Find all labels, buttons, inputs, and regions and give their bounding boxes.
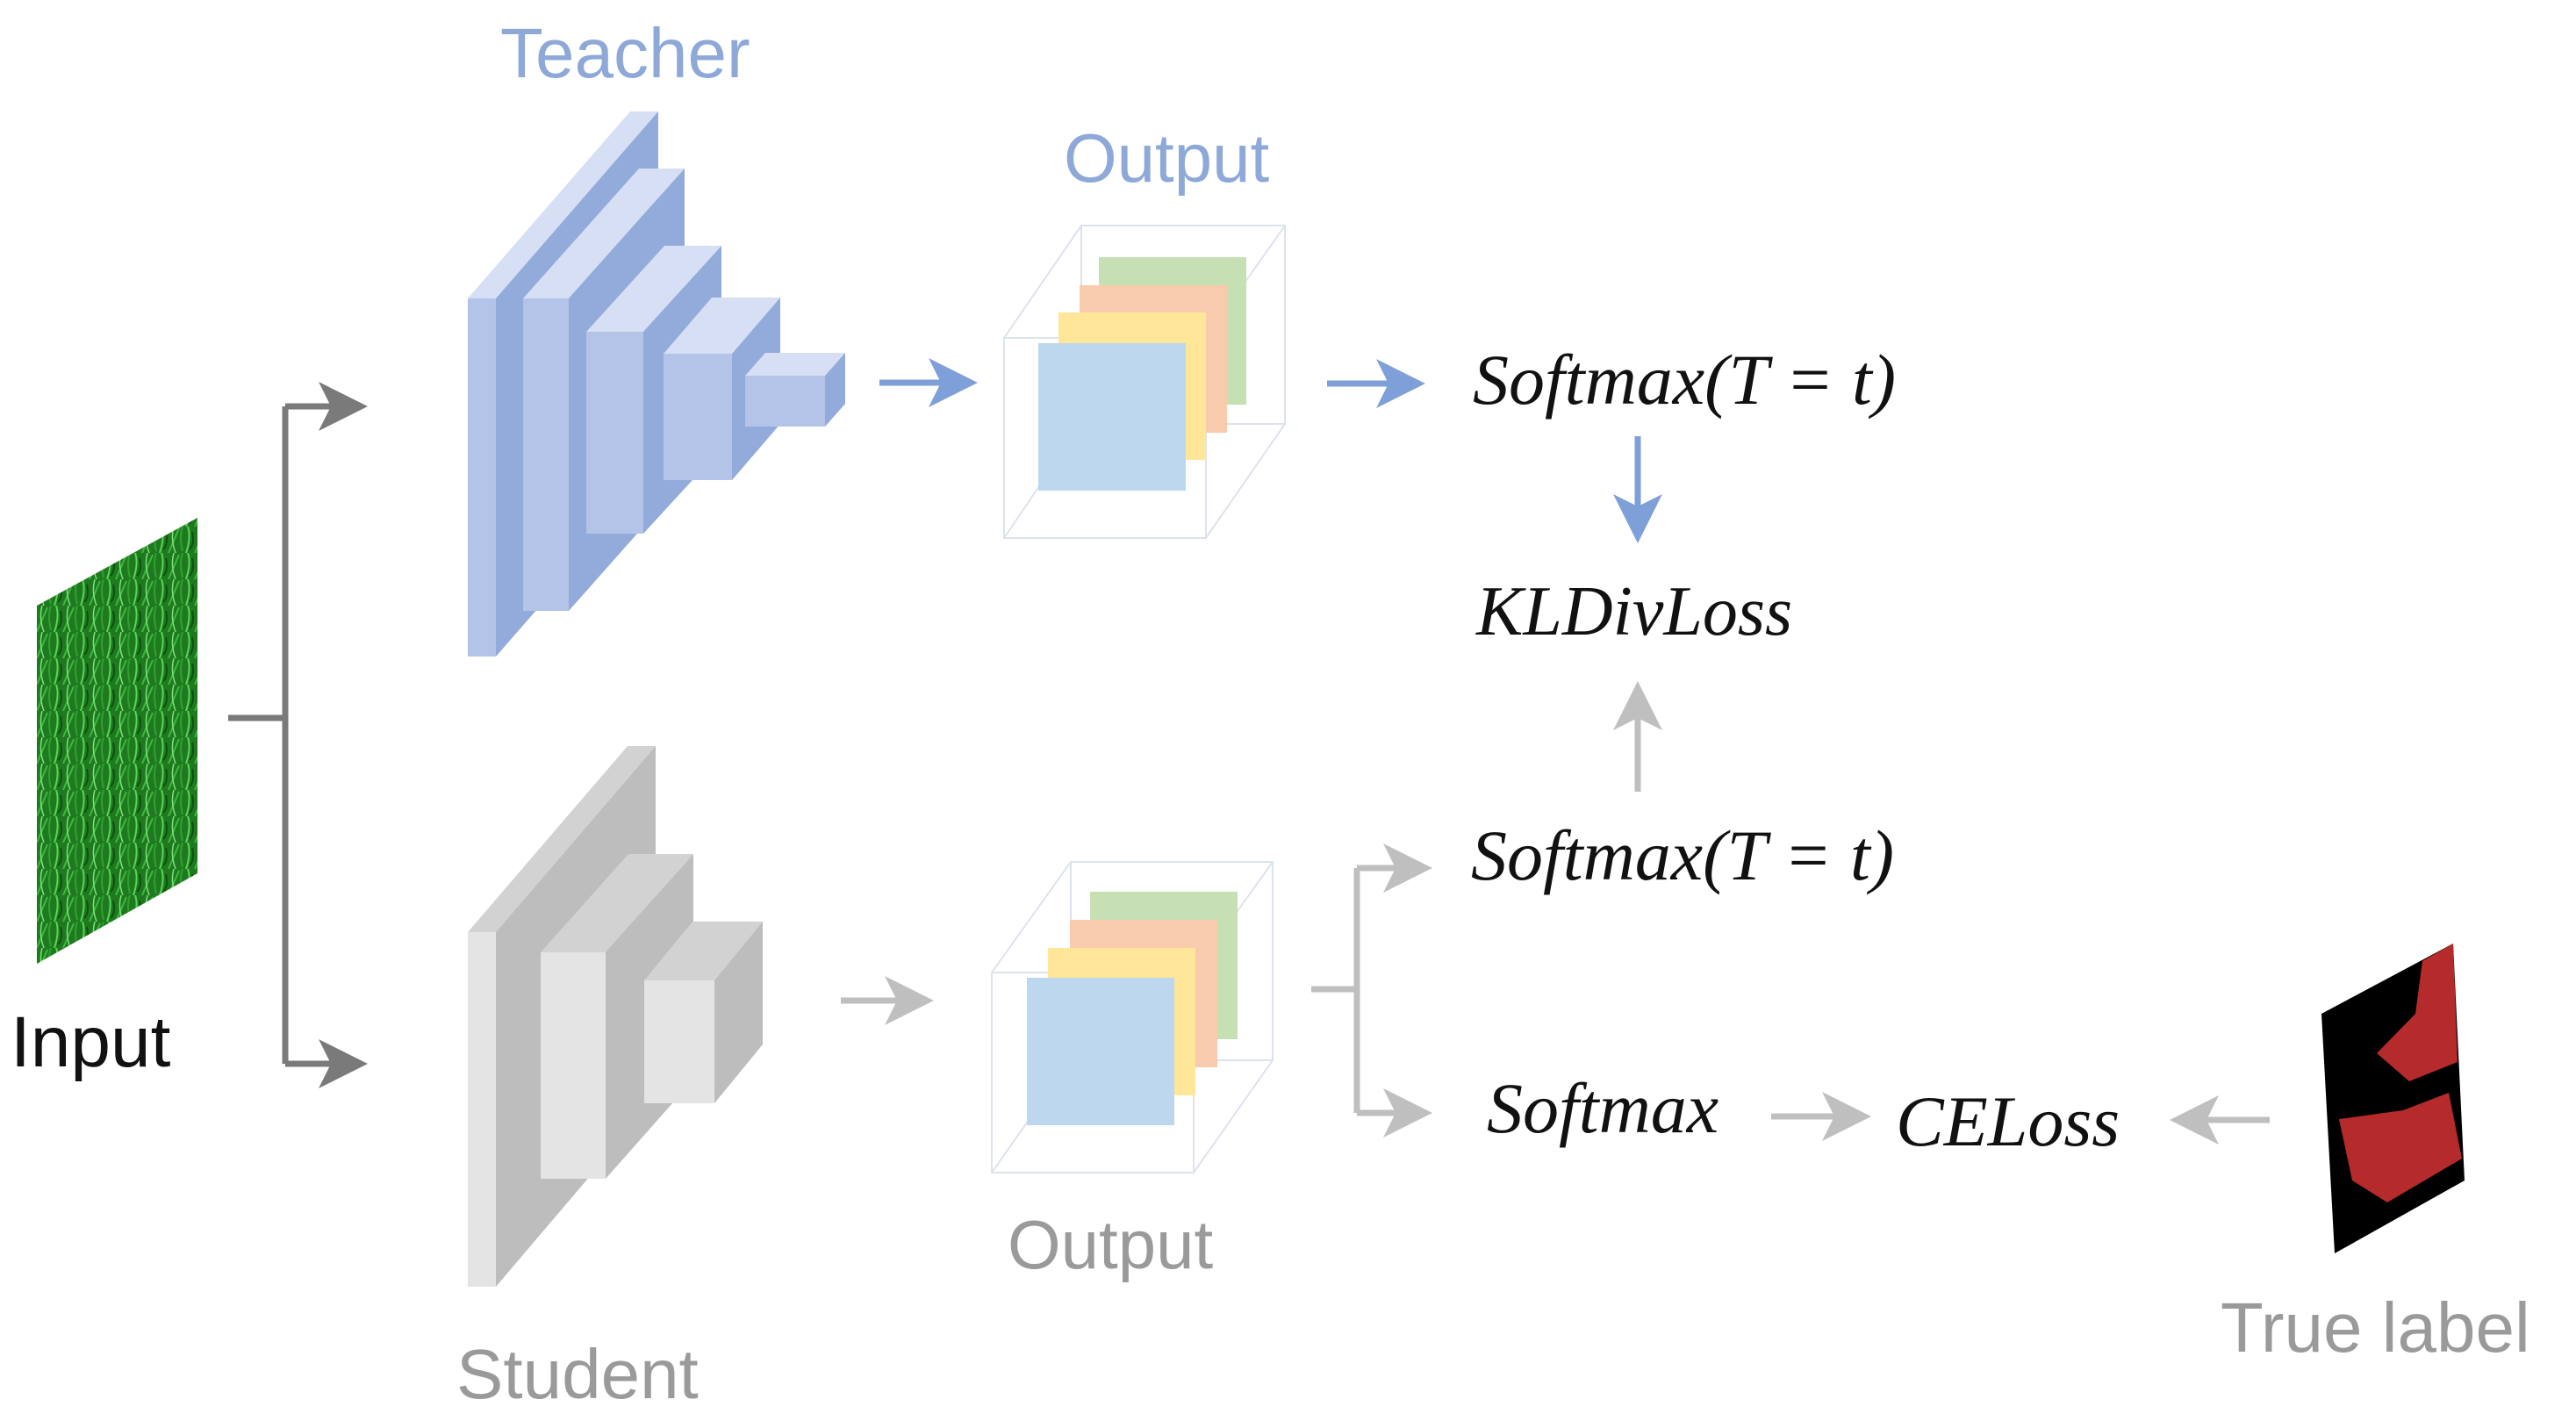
teacher-network (468, 111, 845, 657)
teacher-layer-5 (745, 353, 845, 427)
student-feature-map-blue (1027, 978, 1174, 1125)
teacher-output-label: Output (1064, 119, 1269, 197)
teacher-output-volume (1003, 225, 1286, 539)
student-layer-3 (644, 922, 763, 1103)
true-label-image (2321, 944, 2465, 1253)
student-softmax-formula: Softmax (1487, 1068, 1719, 1148)
teacher-feature-map-blue (1038, 343, 1186, 491)
teacher-label: Teacher (500, 14, 750, 92)
input-label: Input (11, 1002, 171, 1082)
teacher-softmax-formula: Softmax(T = t) (1473, 340, 1896, 420)
kl-div-loss-label: KLDivLoss (1475, 573, 1792, 650)
input-split-arrows (228, 382, 368, 1088)
student-label: Student (456, 1335, 699, 1413)
student-output-volume (991, 861, 1274, 1173)
true-label-caption: True label (2221, 1288, 2530, 1367)
student-output-split-arrows (1311, 843, 1432, 1138)
input-image (37, 518, 197, 964)
student-output-label: Output (1008, 1206, 1213, 1283)
student-network (468, 746, 763, 1287)
ce-loss-label: CELoss (1896, 1081, 2120, 1161)
student-softmax-t-formula: Softmax(T = t) (1471, 815, 1894, 895)
